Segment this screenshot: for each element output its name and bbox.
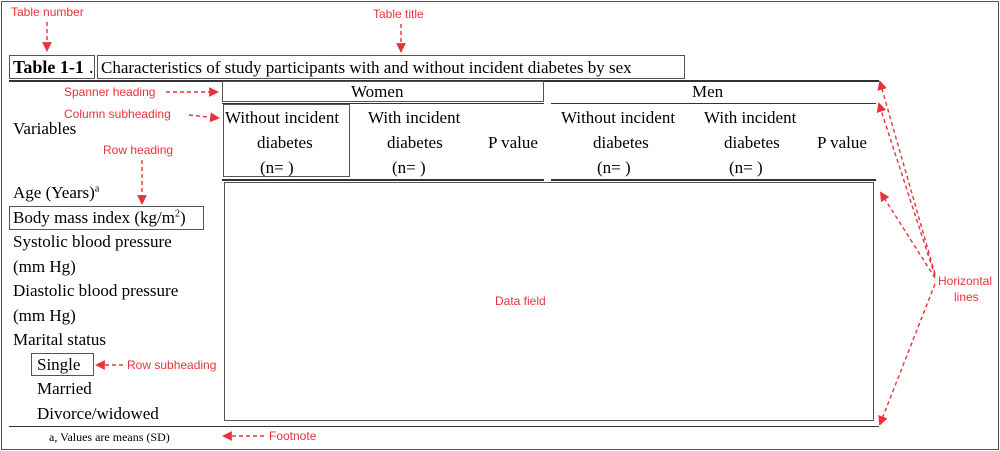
women-col-without-line1: Without incident (225, 108, 340, 127)
men-col-with-n: (n= ) (729, 158, 763, 177)
row-sbp-line1: Systolic blood pressure (13, 232, 172, 251)
row-age: Age (Years)a (13, 183, 100, 202)
row-divorced: Divorce/widowed (37, 404, 159, 423)
spanner-heading-box (222, 81, 544, 102)
women-spanner-rule (222, 103, 544, 104)
women-col-with-line1: With incident (368, 108, 461, 127)
spanner-heading-women: Women (351, 82, 404, 101)
annotation-row-heading: Row heading (103, 143, 174, 157)
annotation-horizontal-lines-line1: Horizontal (938, 274, 993, 288)
women-col-with-line2: diabetes (387, 133, 443, 152)
annotation-column-subheading: Column subheading (64, 107, 171, 121)
annotation-data-field: Data field (495, 294, 546, 308)
women-col-pvalue: P value (488, 133, 538, 152)
annotation-spanner-heading: Spanner heading (64, 85, 156, 99)
table-number: Table 1-1 (13, 57, 84, 77)
table-number-box (9, 55, 95, 79)
women-col-with-n: (n= ) (392, 158, 426, 177)
women-col-without-n: (n= ) (260, 158, 294, 177)
row-subheading-box (31, 353, 94, 376)
row-sbp-line2: (mm Hg) (13, 257, 76, 276)
row-dbp-line1: Diastolic blood pressure (13, 281, 179, 300)
annotation-row-subheading: Row subheading (127, 358, 217, 372)
table-title-box (97, 55, 685, 79)
men-spanner-rule (551, 103, 876, 104)
table-number-period: . (89, 57, 94, 77)
table-title: Characteristics of study participants wi… (101, 58, 632, 77)
row-single: Single (37, 355, 81, 374)
men-header-bottom-rule (551, 179, 876, 181)
men-col-pvalue: P value (817, 133, 867, 152)
annotation-table-title: Table title (373, 7, 424, 21)
men-col-without-line2: diabetes (593, 133, 649, 152)
bottom-rule (9, 426, 879, 427)
women-col-without-line2: diabetes (257, 133, 313, 152)
row-heading-box (9, 206, 204, 230)
annotation-horizontal-lines-line2: lines (954, 290, 979, 304)
row-married: Married (37, 379, 92, 398)
data-field-box (224, 182, 874, 421)
row-bmi: Body mass index (kg/m2) (13, 208, 186, 227)
footnote: a, Values are means (SD) (49, 430, 170, 444)
men-col-with-line2: diabetes (724, 133, 780, 152)
men-col-without-n: (n= ) (597, 158, 631, 177)
men-col-without-line1: Without incident (561, 108, 676, 127)
women-header-bottom-rule (222, 179, 544, 181)
column-subheading-box (223, 104, 350, 177)
row-marital-status: Marital status (13, 330, 107, 349)
variables-label: Variables (13, 119, 77, 138)
men-col-with-line1: With incident (704, 108, 797, 127)
annotation-table-number: Table number (11, 5, 84, 19)
spanner-heading-men: Men (692, 82, 724, 101)
annotation-footnote: Footnote (269, 429, 317, 443)
row-dbp-line2: (mm Hg) (13, 306, 76, 325)
